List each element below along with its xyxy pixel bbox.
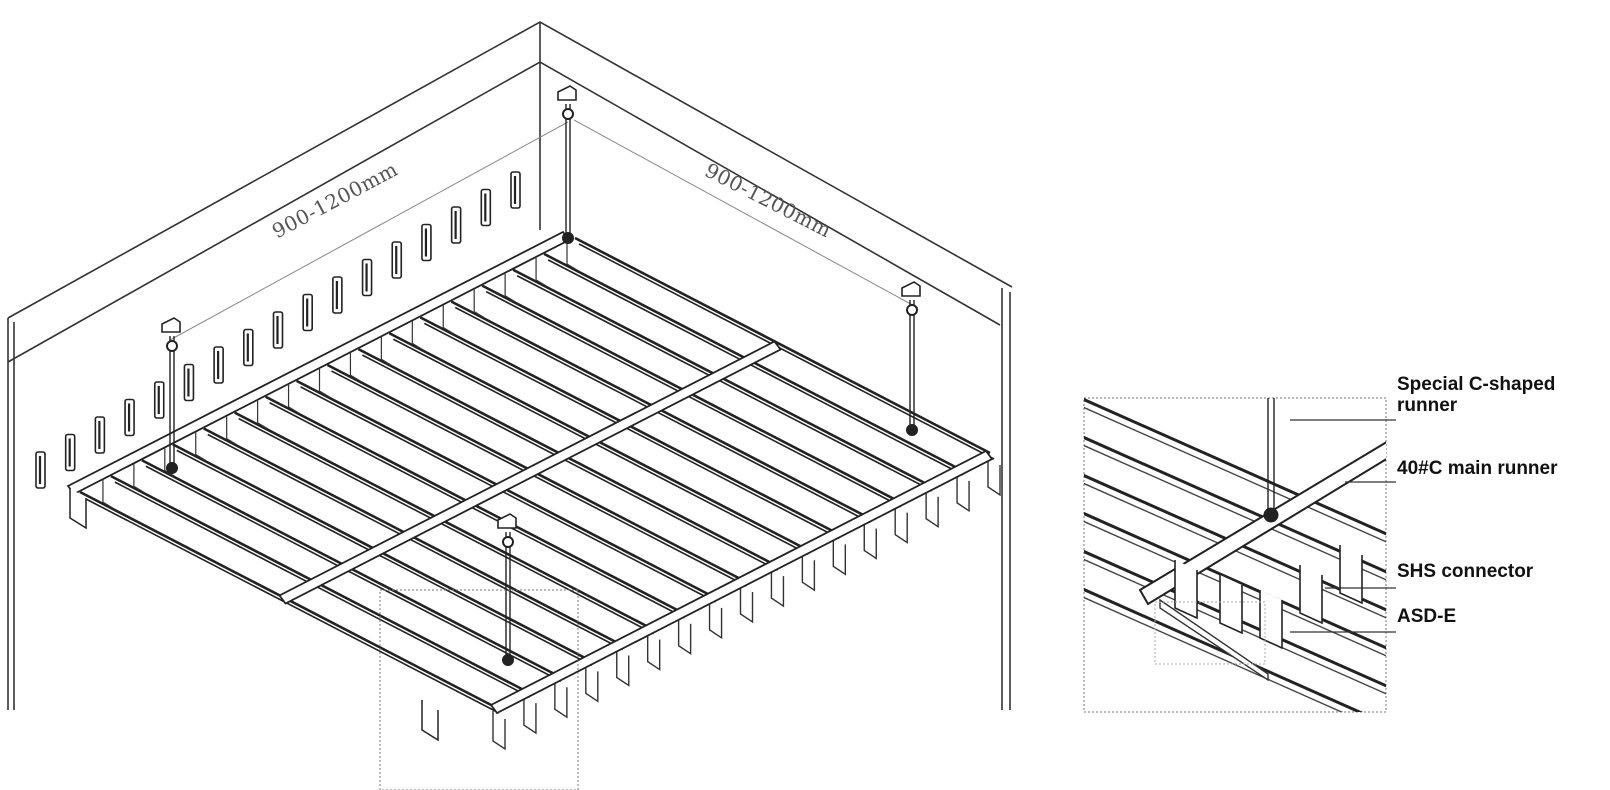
wall-clip [183, 363, 195, 402]
wall-clip [64, 433, 76, 472]
inset-slat [1084, 587, 1364, 712]
detail-reference-frame [379, 589, 579, 790]
detail-inset [1083, 397, 1387, 713]
linear-slat [71, 490, 506, 751]
callout-shs-connector: SHS connector [1397, 561, 1534, 582]
wall-clip [243, 328, 254, 367]
dimension-guides [169, 119, 919, 341]
hanger-rod [161, 317, 181, 474]
wall-clip [153, 381, 165, 419]
wall-clip [480, 188, 492, 227]
wall-clip [361, 258, 373, 297]
callout-main-runner: 40#C main runner [1397, 458, 1558, 479]
inset-slat [1084, 398, 1386, 536]
wall-clips [35, 171, 521, 489]
main-runner [278, 340, 782, 605]
wall-clip [332, 276, 343, 314]
callout-c-shaped-runner: Special C-shaped runner [1397, 374, 1556, 416]
wall-clip [35, 451, 46, 489]
inset-main-runner [1138, 441, 1386, 606]
main-runner [489, 449, 994, 715]
hanger-rods [161, 85, 921, 666]
wall-clip [272, 311, 284, 349]
wall-clip [391, 241, 403, 279]
linear-slat [566, 236, 1001, 497]
wall-clip [302, 293, 313, 332]
callout-asd-e: ASD-E [1397, 606, 1457, 627]
wall-clip [94, 416, 106, 454]
wall-clip [450, 206, 462, 244]
inset-slat [1084, 511, 1386, 650]
ceiling-grid [66, 230, 1001, 751]
hanger-rod [901, 281, 921, 436]
wall-clip [213, 346, 224, 384]
callout-leaders [1290, 419, 1396, 633]
room-walls [7, 21, 1013, 710]
hanger-rod [497, 513, 517, 666]
wall-clip [421, 223, 432, 262]
wall-clip [124, 398, 135, 437]
wall-clip [510, 171, 521, 209]
hanger-rod [557, 85, 577, 244]
